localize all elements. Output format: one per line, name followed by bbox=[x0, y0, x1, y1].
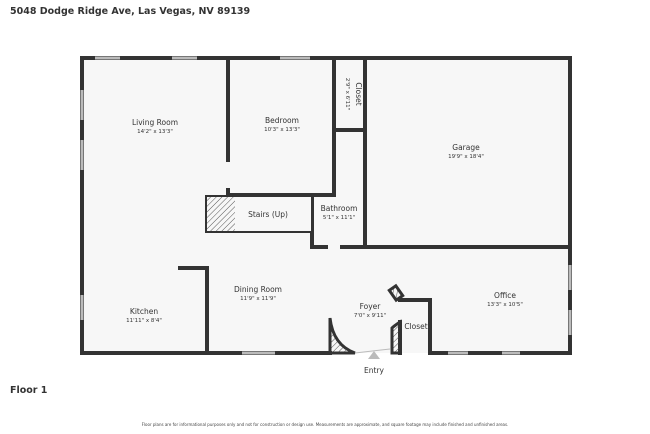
room-name-stairs: Stairs (Up) bbox=[248, 210, 288, 219]
room-name-living: Living Room bbox=[132, 118, 178, 127]
room-dims-garage: 19'9" x 18'4" bbox=[448, 154, 484, 160]
room-dims-bedroom: 10'3" x 13'3" bbox=[264, 127, 300, 133]
entry-label: Entry bbox=[364, 366, 385, 375]
room-dims-closet-top: 2'9" x 6'11" bbox=[344, 78, 350, 110]
room-name-dining: Dining Room bbox=[234, 285, 282, 294]
entry-door bbox=[354, 348, 391, 354]
disclaimer: Floor plans are for informational purpos… bbox=[141, 422, 509, 427]
closet-door bbox=[387, 283, 405, 303]
room-dims-dining: 11'9" x 11'9" bbox=[240, 296, 276, 302]
room-dims-foyer: 7'0" x 9'11" bbox=[354, 313, 386, 319]
entry-arrow-icon bbox=[368, 351, 380, 359]
room-name-foyer: Foyer bbox=[360, 302, 382, 311]
room-dims-living: 14'2" x 13'3" bbox=[137, 129, 173, 135]
room-name-office: Office bbox=[494, 291, 516, 300]
stairs-hatch bbox=[207, 197, 235, 231]
room-dims-kitchen: 11'11" x 8'4" bbox=[126, 318, 162, 324]
room-name-closet-foyer: Closet bbox=[404, 322, 427, 331]
windows bbox=[80, 56, 572, 355]
room-name-bedroom: Bedroom bbox=[265, 116, 299, 125]
property-address: 5048 Dodge Ridge Ave, Las Vegas, NV 8913… bbox=[10, 6, 251, 17]
room-name-closet-top: Closet bbox=[354, 82, 363, 105]
floor-area bbox=[82, 58, 570, 353]
room-name-kitchen: Kitchen bbox=[130, 307, 158, 316]
floor-label: Floor 1 bbox=[10, 385, 48, 396]
door-swing-right bbox=[390, 319, 402, 355]
room-name-garage: Garage bbox=[452, 143, 480, 152]
room-name-bathroom: Bathroom bbox=[321, 204, 358, 213]
room-dims-office: 13'3" x 10'5" bbox=[487, 302, 523, 308]
room-dims-bathroom: 5'1" x 11'1" bbox=[323, 215, 355, 221]
